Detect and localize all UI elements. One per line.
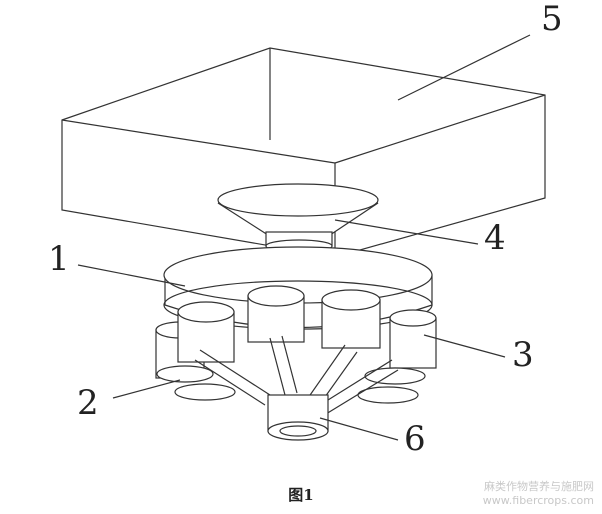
leader-lines (77, 34, 531, 441)
watermark: 麻类作物营养与施肥网 www.fibercrops.com (483, 480, 594, 508)
callout-3: 3 (512, 335, 534, 375)
callout-4: 4 (484, 218, 506, 258)
tubes-part-2 (156, 335, 426, 415)
callout-2: 2 (77, 383, 99, 423)
callout-6: 6 (404, 419, 426, 459)
watermark-line-2: www.fibercrops.com (482, 494, 594, 507)
callout-1: 1 (48, 239, 70, 279)
watermark-line-1: 麻类作物营养与施肥网 (484, 480, 594, 493)
figure-caption: 图1 (288, 486, 314, 504)
callout-5: 5 (541, 0, 563, 39)
outlet-part-6 (267, 394, 329, 441)
